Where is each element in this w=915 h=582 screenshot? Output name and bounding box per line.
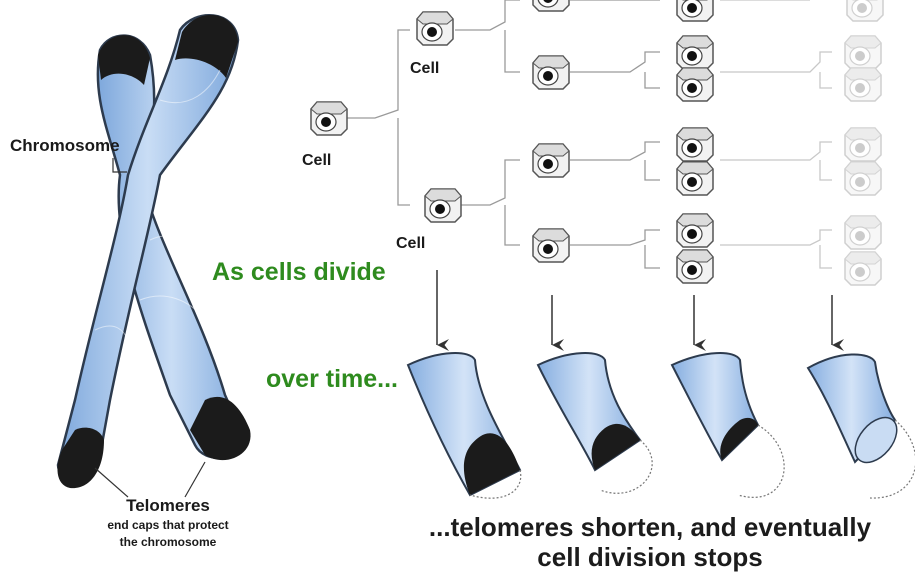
chromosome-label: Chromosome <box>10 136 120 155</box>
cell-gen4-b1 <box>844 127 882 162</box>
telomeres-leader-left <box>94 467 129 498</box>
cell-gen3-a2 <box>676 67 714 102</box>
caption-line-2: cell division stops <box>537 542 763 572</box>
chromosome <box>56 14 251 489</box>
cell-upper-label: Cell <box>410 60 440 77</box>
segment-2 <box>536 352 653 494</box>
segment-1 <box>406 352 522 499</box>
cell-gen3-b1 <box>676 127 714 162</box>
telomere-cap-top-right <box>175 14 238 79</box>
cell-gen3-a1 <box>676 35 714 70</box>
cell-gen4-a1 <box>844 35 882 70</box>
as-cells-divide-label: As cells divide <box>212 258 386 286</box>
cell-gen2-b <box>532 143 570 178</box>
cell-gen2-top <box>532 0 570 12</box>
cell-gen2-c <box>532 228 570 263</box>
telomere-cap-bottom-right <box>190 396 251 461</box>
cell-lower-label: Cell <box>396 235 426 252</box>
cell-gen4-b2 <box>844 161 882 196</box>
telomeres-leader-right <box>184 461 206 498</box>
telomere-cap-bottom-left <box>57 427 104 489</box>
telomeres-label: Telomeres end caps that protect the chro… <box>98 496 238 549</box>
caption-line-1: ...telomeres shorten, and eventually <box>428 512 872 542</box>
cell-gen1-lower <box>424 188 462 223</box>
cell-gen1-upper <box>416 11 454 46</box>
cell-gen4-c1 <box>844 215 882 250</box>
down-arrows <box>436 270 844 351</box>
cell-root <box>310 101 348 136</box>
telomere-cap-top-left <box>98 35 150 85</box>
cell-gen3-top <box>676 0 714 22</box>
cell-gen3-b2 <box>676 161 714 196</box>
cell-root-label: Cell <box>302 152 332 169</box>
caption: ...telomeres shorten, and eventually cel… <box>400 512 900 572</box>
segment-3 <box>670 352 785 498</box>
cell-division-tree <box>345 0 832 269</box>
telomeres-title: Telomeres <box>126 496 210 515</box>
cell-gen4-a2 <box>844 67 882 102</box>
chromosome-leader-line <box>112 158 127 173</box>
segment-4 <box>806 353 915 499</box>
cell-gen4-top <box>846 0 884 22</box>
cell-gen3-c2 <box>676 249 714 284</box>
over-time-label: over time... <box>266 365 398 393</box>
cell-gen4-c2 <box>844 251 882 286</box>
telomeres-subtitle-2: the chromosome <box>119 535 217 549</box>
telomeres-subtitle-1: end caps that protect <box>107 518 229 532</box>
cell-gen2-a <box>532 55 570 90</box>
cell-gen3-c1 <box>676 213 714 248</box>
